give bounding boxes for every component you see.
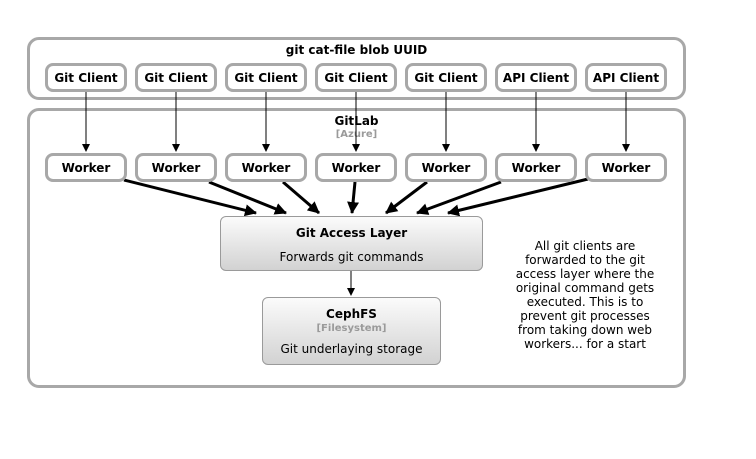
worker-label: Worker [151,161,201,175]
cephfs-title: CephFS [326,307,377,321]
client-node[interactable]: Git Client [315,63,397,92]
client-node[interactable]: Git Client [45,63,127,92]
cephfs-box[interactable]: CephFS [Filesystem] Git underlaying stor… [262,297,441,365]
client-node[interactable]: API Client [585,63,667,92]
note-line: from taking down web [517,323,653,337]
worker-label: Worker [331,161,381,175]
gitlab-subtitle: [Azure] [335,129,378,140]
explanation-note: All git clients are forwarded to the git… [505,239,665,351]
client-label: Git Client [414,71,478,85]
client-label: Git Client [54,71,118,85]
worker-node[interactable]: Worker [315,153,397,182]
client-node[interactable]: Git Client [405,63,487,92]
cephfs-description: Git underlaying storage [280,342,423,356]
note-line: executed. This is to [526,295,644,309]
worker-node[interactable]: Worker [585,153,667,182]
client-label: Git Client [324,71,388,85]
git-access-layer-box[interactable]: Git Access Layer Forwards git commands [220,216,483,271]
client-node[interactable]: Git Client [135,63,217,92]
client-label: Git Client [234,71,298,85]
note-line: prevent git processes [520,309,650,323]
gitlab-title: GitLab [334,114,379,128]
worker-node[interactable]: Worker [225,153,307,182]
client-label: API Client [592,71,660,85]
worker-label: Worker [601,161,651,175]
client-node[interactable]: Git Client [225,63,307,92]
client-label: Git Client [144,71,208,85]
note-line: All git clients are [534,239,636,253]
worker-label: Worker [241,161,291,175]
worker-node[interactable]: Worker [45,153,127,182]
cephfs-subtitle: [Filesystem] [316,323,387,334]
note-line: access layer where the [515,267,655,281]
worker-node[interactable]: Worker [135,153,217,182]
git-access-layer-description: Forwards git commands [279,250,424,264]
note-line: workers... for a start [524,337,646,351]
client-label: API Client [502,71,570,85]
worker-label: Worker [61,161,111,175]
worker-label: Worker [421,161,471,175]
worker-node[interactable]: Worker [405,153,487,182]
note-line: forwarded to the git [525,253,645,267]
note-line: original command gets [515,281,655,295]
outer-frame-title: git cat-file blob UUID [285,43,428,57]
git-access-layer-title: Git Access Layer [295,226,408,240]
worker-label: Worker [511,161,561,175]
client-node[interactable]: API Client [495,63,577,92]
worker-node[interactable]: Worker [495,153,577,182]
